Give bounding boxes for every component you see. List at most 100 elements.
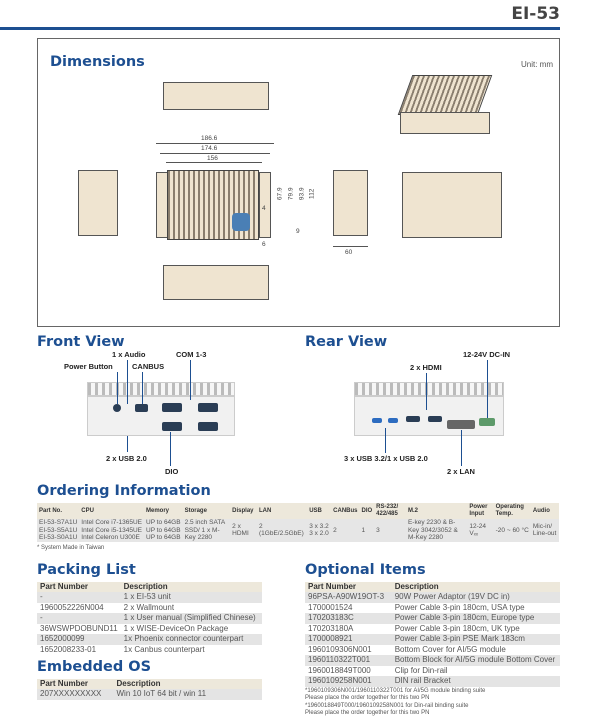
dim-h3: 93.9	[298, 187, 306, 201]
part-number: 1700001524	[308, 602, 353, 612]
cell: 3 x 3.2 3 x 2.0	[307, 519, 332, 542]
dim-small-1: 4	[262, 205, 266, 212]
description: Win 10 IoT 64 bit / win 11	[113, 689, 262, 700]
part-number: -	[37, 592, 121, 603]
col-power: Power Input	[467, 503, 494, 519]
isometric-front	[400, 112, 490, 134]
pointer-line	[385, 428, 386, 453]
description: 1 x EI-53 unit	[120, 592, 262, 603]
col-description: Description	[391, 582, 560, 592]
dimensions-title: Dimensions	[50, 54, 145, 70]
col-canbus: CANBus	[331, 503, 360, 519]
cell: Intel Core i7-1365UE	[79, 519, 144, 527]
dim-small-2: 9	[296, 228, 300, 235]
dim-h1: 67.9	[276, 187, 284, 201]
col-part-number: Part Number	[37, 679, 114, 689]
cell: 12-24 Vₓₓ	[467, 519, 494, 542]
part-number: 1960109258N001	[305, 676, 392, 687]
pointer-line	[426, 373, 427, 410]
cell: EI-53-S0A1U	[37, 534, 80, 542]
description: Power Cable 3-pin PSE Mark 183cm	[391, 634, 560, 645]
part-number: 1960110322T001	[305, 655, 392, 666]
description: Power Cable 3-pin 180cm, Europe type	[391, 613, 560, 624]
cell: 2.5 inch SATA SSD/ 1 x M-Key 2280	[182, 519, 231, 542]
description: 1x Canbus counterpart	[123, 644, 205, 654]
table-row: 1652008233-01 1x Canbus counterpart	[37, 645, 262, 656]
description: 1 x WISE-DeviceOn Package	[123, 623, 229, 633]
col-storage: Storage	[182, 503, 231, 519]
logo-badge-icon	[232, 213, 250, 231]
part-number: 207XXXXXXXXX	[37, 689, 114, 700]
pointer-line	[142, 372, 143, 404]
top-side-drawing	[163, 82, 269, 110]
col-temp: Operating Temp.	[493, 503, 531, 519]
rear-view-title: Rear View	[305, 334, 388, 350]
cell: 3	[374, 519, 406, 542]
dim-depth: 60	[345, 249, 353, 256]
cell: UP to 64GB	[144, 519, 183, 527]
col-part: Part No.	[37, 503, 80, 519]
description: DIN rail Bracket	[391, 676, 560, 687]
pointer-line	[117, 372, 118, 404]
description: 90W Power Adaptor (19V DC in)	[391, 592, 560, 603]
label-power-button: Power Button	[64, 362, 113, 371]
hdmi-port-icon	[406, 416, 420, 422]
part-number: 1652008233-01	[40, 644, 97, 654]
dimensions-panel	[37, 38, 560, 327]
dim-width-2: 174.6	[201, 145, 218, 152]
note-line: Please place the order together for this…	[305, 710, 430, 716]
hdmi-port-icon	[428, 416, 442, 422]
note-line: *1960109306N001/1960110322T001 for AI/5G…	[305, 687, 486, 694]
cell: -20 ~ 60 °C	[493, 519, 531, 542]
usb-port-icon	[388, 418, 398, 423]
col-cpu: CPU	[79, 503, 144, 519]
col-audio: Audio	[530, 503, 559, 519]
dc-in-connector-icon	[479, 418, 495, 426]
pointer-line	[127, 360, 128, 404]
front-view-title: Front View	[37, 334, 125, 350]
note-line: Please place the order together for this…	[305, 695, 430, 701]
description: Bottom Cover for AI/5G module	[394, 644, 506, 654]
col-dio: DIO	[359, 503, 375, 519]
cell: 2 x HDMI	[230, 519, 257, 542]
lan-port-icon	[447, 420, 475, 429]
part-number: 170203180A	[308, 623, 354, 633]
pointer-line	[127, 436, 128, 452]
cell: 2 (1GbE/2.5GbE)	[257, 519, 308, 542]
pointer-line	[461, 430, 462, 466]
dim-line	[166, 162, 262, 163]
dim-heights: 67.9 79.9 93.9 112	[274, 187, 322, 201]
side-drawing	[333, 170, 368, 236]
part-number: 1960052226N004	[40, 602, 104, 612]
col-lan: LAN	[257, 503, 308, 519]
part-number: 1652000099	[37, 634, 121, 645]
cell: Intel Core i5-1345UE	[79, 526, 144, 534]
os-title: Embedded OS	[37, 659, 152, 675]
pointer-line	[190, 360, 191, 400]
dim-width-1: 186.6	[201, 135, 218, 142]
label-dio: DIO	[165, 467, 179, 476]
label-hdmi: 2 x HDMI	[410, 363, 442, 372]
cell: Mic-in/ Line-out	[530, 519, 559, 542]
col-display: Display	[230, 503, 257, 519]
pointer-line	[487, 360, 488, 418]
part-number: 96PSA-A90W19OT-3	[305, 592, 392, 603]
usb-port-icon	[372, 418, 382, 423]
